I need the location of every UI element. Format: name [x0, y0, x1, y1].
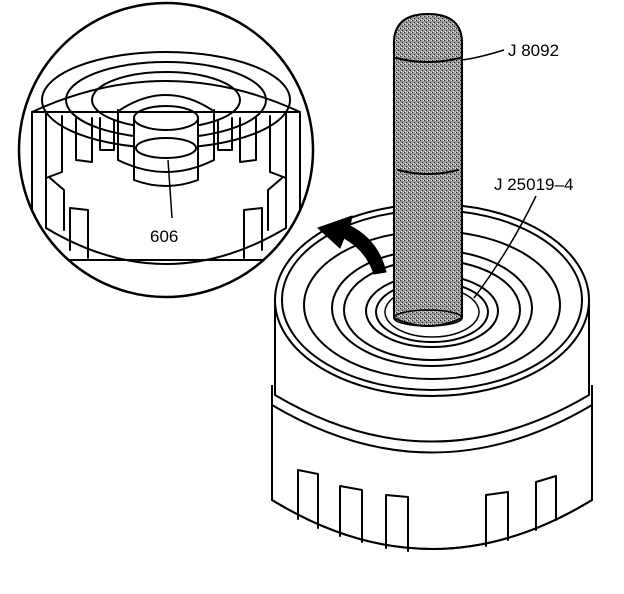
installer-tool [393, 12, 463, 327]
callout-606: 606 [150, 227, 178, 246]
leader-lines [167, 49, 537, 299]
view-arrow [317, 215, 387, 275]
callout-j8092: J 8092 [508, 41, 559, 60]
callout-j25019-4: J 25019–4 [494, 175, 573, 194]
detail-inset [17, 1, 315, 299]
